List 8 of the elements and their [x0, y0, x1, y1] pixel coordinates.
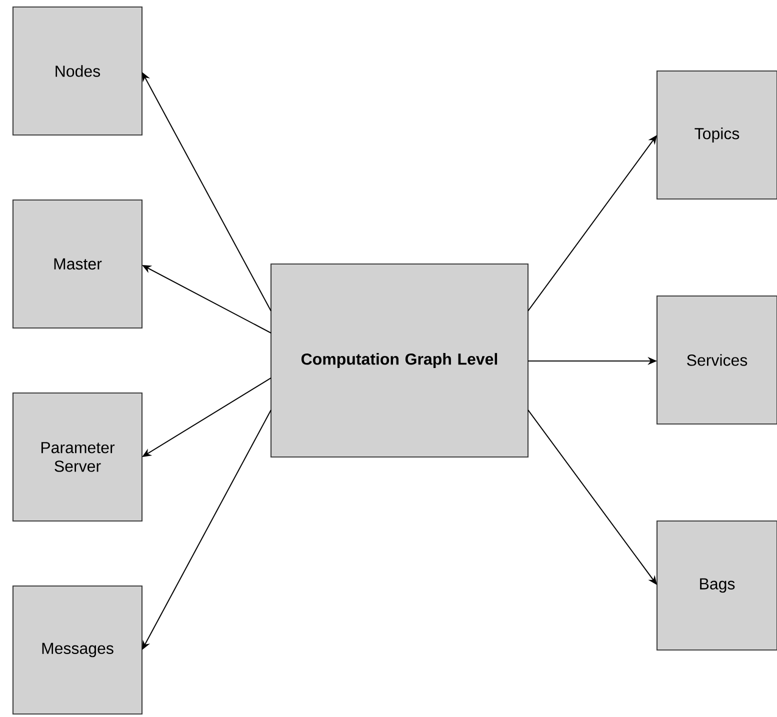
box: Topics [656, 70, 777, 200]
box: Master [12, 199, 143, 329]
box: Messages [12, 585, 143, 715]
box: Bags [656, 520, 777, 651]
box: Parameter Server [12, 392, 143, 522]
concept-box: Computation Graph Level [270, 263, 529, 458]
box: Nodes [12, 6, 143, 136]
box: Services [656, 295, 777, 425]
